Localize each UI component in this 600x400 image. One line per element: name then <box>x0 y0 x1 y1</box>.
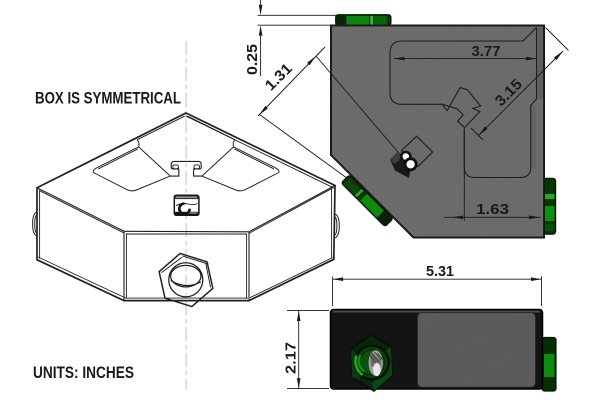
svg-text:BOX IS SYMMETRICAL: BOX IS SYMMETRICAL <box>35 89 181 108</box>
svg-text:5.31: 5.31 <box>426 263 454 280</box>
svg-text:0.25: 0.25 <box>244 44 261 75</box>
svg-text:1.63: 1.63 <box>476 201 509 218</box>
svg-text:UNITS: INCHES: UNITS: INCHES <box>33 363 134 382</box>
svg-text:3.77: 3.77 <box>472 43 501 60</box>
svg-text:2.17: 2.17 <box>282 342 299 374</box>
